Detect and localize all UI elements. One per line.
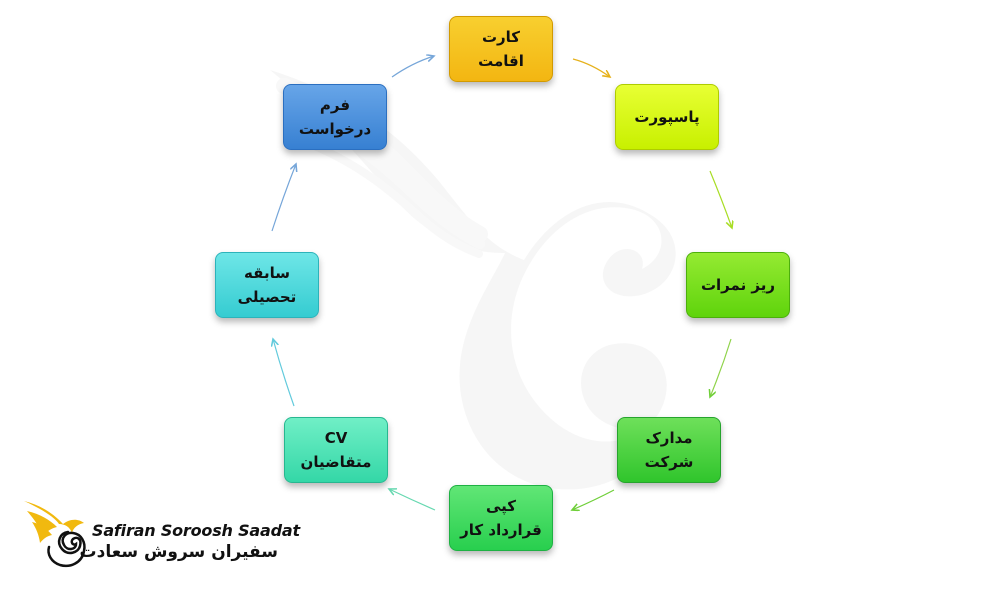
arrow-company-docs-to-contract [572,489,615,510]
step-applicant-cv: CV متقاضیان [284,417,388,483]
step-transcript: ریز نمرات [686,252,790,318]
arrow-transcript-to-company-docs [710,338,732,397]
step-residence-card: کارت اقامت [449,16,553,82]
step-education-history: سابقه تحصیلی [215,252,319,318]
step-application-form-line-2: درخواست [298,120,372,138]
step-education-history-line-2: تحصیلی [237,288,297,306]
step-company-documents: مدارک شرکت [617,417,721,483]
step-passport: پاسپورت [615,84,719,150]
arrow-contract-to-cv [389,489,436,511]
step-education-history-line-1: سابقه [244,264,290,282]
step-company-documents-line-2: شرکت [644,453,694,471]
arrow-cv-to-education [273,339,295,407]
step-residence-card-line-2: اقامت [478,52,524,70]
step-transcript-label: ریز نمرات [700,276,776,294]
step-applicant-cv-line-2: متقاضیان [300,453,372,471]
company-logo: Safiran Soroosh Saadat سفیران سروش سعادت [22,493,300,575]
step-application-form: فرم درخواست [283,84,387,150]
golden-swan-logo-icon [24,501,86,568]
arrow-residence-to-passport [572,58,610,77]
step-work-contract-copy: کپی قرارداد کار [449,485,553,551]
arrow-education-to-application [271,164,296,232]
step-application-form-line-1: فرم [319,96,351,114]
arrow-passport-to-transcript [709,170,732,228]
step-residence-card-line-1: کارت [481,28,521,46]
company-name-block: Safiran Soroosh Saadat سفیران سروش سعادت [79,521,302,564]
arrow-application-to-residence [391,56,434,78]
step-applicant-cv-line-1: CV [324,429,348,447]
step-work-contract-copy-line-1: کپی [485,497,517,515]
step-work-contract-copy-line-2: قرارداد کار [460,521,542,539]
step-company-documents-line-1: مدارک [645,429,693,447]
company-name-persian: سفیران سروش سعادت [79,542,278,562]
step-passport-label: پاسپورت [634,108,700,126]
company-name-english: Safiran Soroosh Saadat [92,521,300,540]
